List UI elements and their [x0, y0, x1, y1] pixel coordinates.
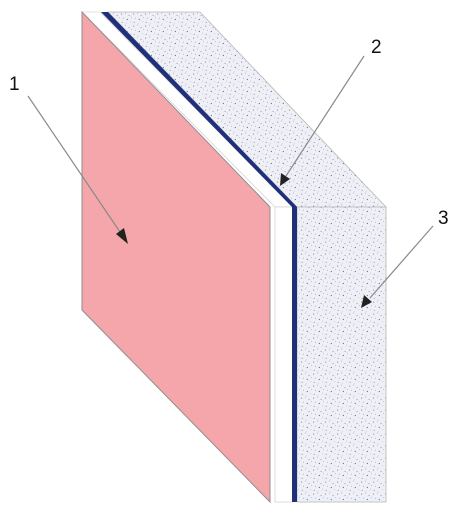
callout-label-2: 2 — [371, 37, 382, 58]
foam-layer-front — [296, 206, 387, 503]
white-gap-front — [274, 206, 294, 503]
thin-layer-top — [101, 12, 297, 207]
leader-line-1 — [27, 95, 128, 244]
leader-line-2 — [280, 55, 365, 186]
front-panel — [81, 10, 271, 504]
callout-label-1: 1 — [9, 74, 20, 95]
callout-label-3: 3 — [438, 208, 449, 229]
thin-layer-front — [292, 207, 297, 502]
leader-line-3 — [361, 225, 434, 308]
